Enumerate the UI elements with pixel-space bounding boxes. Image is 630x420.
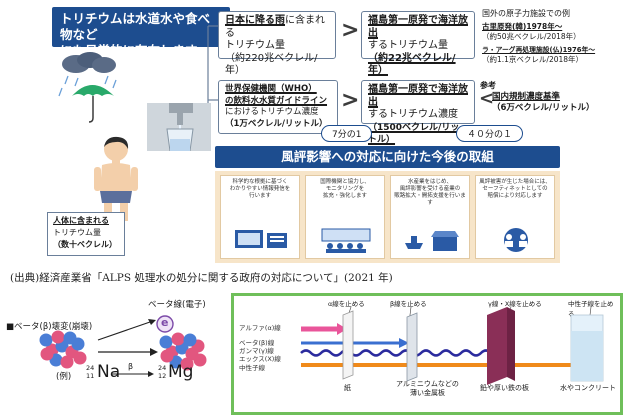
who-line-4: （1万ベクレル/リットル） (225, 118, 328, 129)
stop-alpha-label: α線を止める (328, 300, 365, 308)
information-monitor-icon (235, 230, 287, 248)
stop-neutron-label: 中性子線を止める (568, 300, 614, 318)
material-water: 水やコンクリート (560, 384, 616, 392)
penetration-panel (231, 293, 623, 415)
na-nucleus-icon (39, 330, 87, 369)
greater-than-1: > (341, 18, 360, 43)
card2-line-1: 国際機関と協力し、 (320, 179, 370, 185)
card3-line-3: 販路拡大・開拓支援を行います (394, 193, 466, 206)
na-mass-number: 24 (86, 364, 95, 372)
regulation-box: 国内規制濃度基準 （6万ベクレル/リットル） (492, 92, 595, 114)
ratio-seventh: 7分の1 (321, 125, 373, 142)
fukushima2-line-3: （1500ベクレル/リットル） (368, 122, 460, 146)
na-symbol: Na (97, 362, 121, 382)
policy-card-industry: 水産業をはじめ、 風評影響を受ける産業の 販路拡大・開拓支援を行います (390, 175, 470, 259)
stop-beta-label: β線を止める (390, 300, 427, 308)
fukushima-concentration-box: 福島第一原発で海洋放出 するトリチウム濃度 （1500ベクレル/リットル） (361, 80, 475, 145)
ray-alpha-label: アルファ(α)線 (239, 324, 281, 332)
card4-line-3: 賠償により対応します (487, 193, 543, 199)
mg-numbers: 24 12 (158, 364, 166, 380)
rain-tritium-box: 日本に降る雨に含まれる トリチウム量 （約220兆ベクレル/年） (218, 11, 336, 76)
headline-line-1: トリチウムは水道水や食べ物など (60, 11, 211, 42)
material-paper: 紙 (344, 384, 351, 392)
who-guideline-box: 世界保健機関（WHO） の飲料水水質ガイドライン におけるトリチウム濃度 （1万… (218, 80, 338, 134)
card2-line-2: モニタリングを (325, 186, 365, 192)
rain-highlight: 日本に降る雨 (225, 15, 285, 26)
fukushima-amount-box: 福島第一原発で海洋放出 するトリチウム量 （約22兆ベクレル/年） (361, 11, 475, 76)
store-and-ship-icon (405, 231, 459, 251)
material-lead: 鉛や厚い鉄の板 (480, 384, 529, 392)
who-line-1: 世界保健機関（WHO） (225, 84, 317, 94)
ref-label: 参考 (480, 81, 496, 90)
who-line-2: の飲料水水質ガイドライン (225, 95, 328, 106)
fukushima1-line-1: 福島第一原発で海洋放出 (368, 15, 468, 39)
fukushima2-line-1: 福島第一原発で海洋放出 (368, 84, 468, 108)
rain-line-1-rest: に含まれる (225, 15, 325, 39)
headline-box: トリチウムは水道水や食べ物など にも日常的に存在します。 (52, 7, 230, 58)
greater-than-2: > (341, 88, 360, 113)
body-line-1: 人体に含まれる (53, 216, 109, 225)
stop-labels: α線を止める β線を止める γ線・X線を止める 中性子線を止める (298, 298, 618, 318)
overseas-1-line-2: （約50兆ベクレル/2018年） (482, 32, 581, 41)
policy-card-monitoring: 国際機関と協力し、 モニタリングを 拡充・強化します (305, 175, 385, 259)
beta-arrow-label: β (128, 362, 134, 371)
body-line-3: （数十ベクレル） (53, 240, 117, 249)
beta-ray-label: ベータ線(電子) (148, 300, 206, 310)
body-tritium-box: 人体に含まれる トリチウム量 （数十ベクレル） (47, 212, 125, 256)
card1-line-1: 科学的な根拠に基づく (232, 179, 288, 185)
overseas-2-line-2: （約1.1京ベクレル/2018年） (482, 55, 584, 64)
overseas-examples: 国外の原子力施設での例 古里原発(韓)1978年〜 （約50兆ベクレル/2018… (482, 9, 630, 65)
mg-nucleus-icon (159, 332, 207, 371)
drinking-water-icon (147, 103, 211, 151)
material-aluminium: アルミニウムなどの 薄い金属板 (396, 380, 459, 398)
overseas-1-line-1: 古里原発(韓)1978年〜 (482, 22, 563, 31)
rain-line-2: トリチウム量 (225, 40, 285, 51)
material-aluminium-line-2: 薄い金属板 (409, 389, 445, 397)
ref-line-2: （6万ベクレル/リットル） (492, 103, 595, 113)
beta-decay-diagram (39, 315, 207, 377)
card1-line-2: わかりやすい情報発信を (229, 186, 291, 192)
mg-mass-number: 24 (158, 364, 167, 372)
safety-net-people-icon (504, 228, 528, 252)
ref-line-1: 国内規制濃度基準 (492, 92, 561, 102)
card4-line-1: 風評被害が生じた場合には、 (479, 179, 551, 185)
na-numbers: 24 11 (86, 364, 94, 380)
mg-atomic-number: 12 (158, 372, 167, 380)
na-atomic-number: 11 (86, 372, 95, 380)
ray-neutron-label: 中性子線 (239, 364, 265, 372)
person-body-icon (94, 136, 138, 221)
source-caption: (出典)経済産業省「ALPS 処理水の処分に関する政府の対応について」(2021… (10, 272, 393, 284)
card4-line-2: セーフティネットとしての (482, 186, 548, 192)
fukushima1-line-3: （約22兆ベクレル/年） (368, 52, 456, 77)
mg-symbol: Mg (168, 362, 194, 382)
beta-decay-title: ■ベータ(β)壊変(崩壊) (6, 322, 93, 332)
monitoring-people-icon (321, 228, 371, 253)
overseas-2-line-1: ラ・アーグ再処理施設(仏)1976年〜 (482, 46, 596, 54)
example-label: (例) (56, 372, 72, 382)
ray-xray-label: エックス(X)線 (239, 355, 281, 363)
ratio-fortieth: ４０分の１ (456, 125, 524, 142)
policy-card-info: 科学的な根拠に基づく わかりやすい情報発信を 行います (220, 175, 300, 259)
less-than-3: < (479, 88, 495, 109)
card1-line-3: 行います (248, 193, 271, 199)
electron-symbol: e (161, 316, 169, 329)
card3-line-2: 風評影響を受ける産業の (399, 186, 461, 192)
card3-line-1: 水産業をはじめ、 (407, 179, 452, 185)
policy-card-compensation: 風評被害が生じた場合には、 セーフティネットとしての 賠償により対応します (475, 175, 555, 259)
material-aluminium-line-1: アルミニウムなどの (396, 380, 459, 388)
fukushima2-line-2: するトリチウム濃度 (368, 109, 458, 120)
stop-gamma-label: γ線・X線を止める (488, 300, 542, 308)
ray-gamma-label: ガンマ(γ)線 (239, 347, 274, 355)
card2-line-3: 拡充・強化します (322, 193, 367, 199)
policy-title: 風評影響への対応に向けた今後の取組 (215, 146, 560, 168)
ray-beta-label: ベータ(β)線 (239, 339, 275, 347)
rain-umbrella-icon (58, 52, 117, 123)
overseas-title: 国外の原子力施設での例 (482, 9, 570, 18)
body-line-2: トリチウム量 (53, 228, 101, 237)
fukushima1-line-2: するトリチウム量 (368, 40, 448, 51)
who-line-3: におけるトリチウム濃度 (225, 107, 319, 117)
penetration-diagram (300, 306, 604, 385)
rain-line-3: （約220兆ベクレル/年） (225, 52, 318, 77)
